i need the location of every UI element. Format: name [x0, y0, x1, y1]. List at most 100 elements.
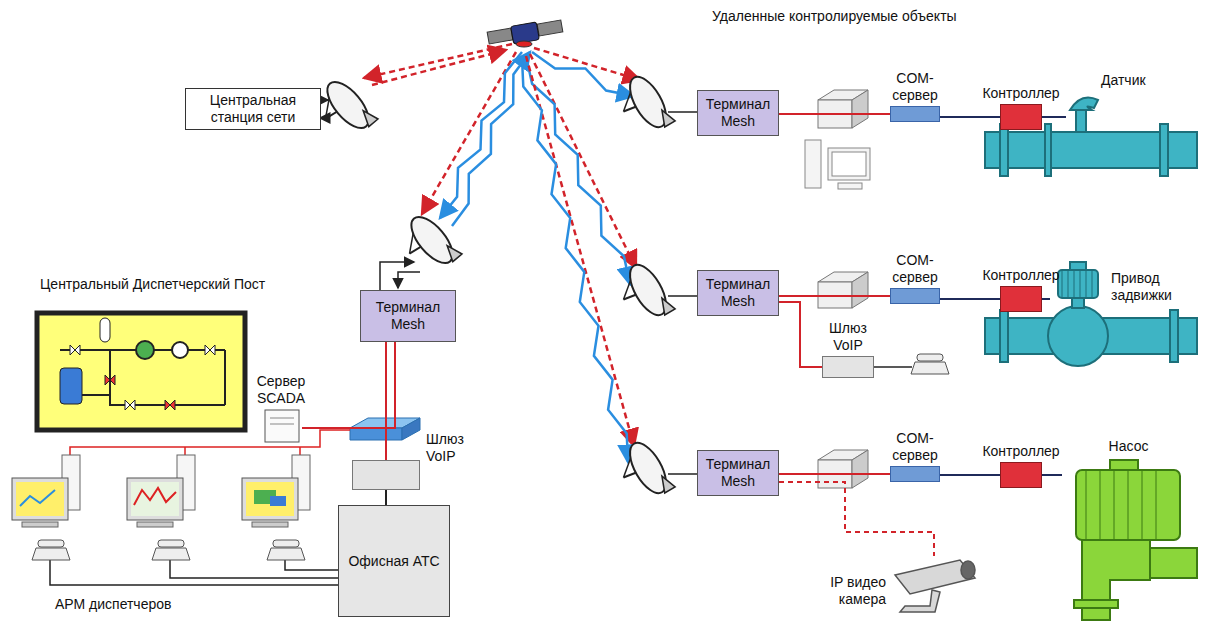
node-label: COM-сервер [886, 252, 944, 286]
computer [805, 140, 821, 188]
connector [779, 295, 890, 297]
pbx-box: Офисная АТС [338, 505, 450, 617]
valve-actuator [1062, 270, 1092, 298]
antenna-cable [668, 295, 700, 297]
ip-camera [895, 560, 975, 612]
connector [1042, 298, 1050, 300]
satellite [487, 28, 513, 44]
valve-actuator [1058, 270, 1098, 298]
antenna-cable [320, 117, 330, 119]
mimic-panel [105, 375, 175, 410]
antenna [310, 71, 675, 507]
antenna-cable [318, 100, 700, 474]
connector [1042, 474, 1062, 476]
pump [1076, 470, 1180, 540]
pipe [1170, 310, 1178, 362]
controller-box: Контроллер [1000, 462, 1042, 488]
node-label: Шлюз VoIP [823, 320, 873, 354]
pump [1074, 600, 1118, 608]
antenna [394, 210, 462, 280]
antenna [611, 437, 675, 507]
telephone [32, 354, 949, 560]
node-text: Терминал Mesh [361, 299, 455, 333]
computer [832, 152, 866, 176]
camera-node: IP видео камера [892, 556, 977, 612]
pipe [1000, 124, 1008, 176]
network-switch [402, 418, 420, 440]
pipe [1000, 310, 1008, 362]
sensor [1070, 98, 1098, 110]
mimic-panel [60, 368, 82, 404]
sensor-node: Датчик [1066, 96, 1096, 132]
node-text: Терминал Mesh [698, 96, 778, 130]
node-text: Терминал Mesh [698, 456, 778, 490]
telephone [273, 540, 299, 547]
computer [838, 183, 862, 189]
ip-camera [895, 560, 975, 594]
pipe [1045, 124, 1051, 176]
workstation [246, 482, 294, 516]
connector [1042, 116, 1066, 118]
mimic-panel [172, 342, 188, 358]
workstation-cable [70, 430, 350, 455]
node-label: COM-сервер [886, 70, 944, 104]
pump [1086, 470, 1156, 540]
satellite-link [364, 44, 512, 78]
workstation-cable [299, 447, 301, 455]
terminal-box: Терминал Mesh [697, 270, 779, 316]
mimic-panel [82, 394, 110, 396]
caption-label: АРМ диспетчеров [55, 596, 171, 613]
pump [1074, 460, 1197, 620]
telephone [38, 540, 64, 547]
mimic-panel [37, 313, 245, 430]
satellite-link [372, 50, 506, 85]
pipe [1160, 124, 1168, 176]
server-tower [265, 410, 299, 442]
server-tower [270, 418, 294, 419]
computer [805, 140, 870, 189]
node-text: Терминал Mesh [698, 276, 778, 310]
ip-camera [900, 590, 940, 612]
antenna [611, 71, 675, 141]
node-label: Шлюз VoIP [426, 431, 476, 465]
router [852, 90, 868, 128]
antenna [611, 71, 675, 141]
caption-label: Центральный Диспетчерский Пост [40, 276, 265, 293]
workstation [134, 488, 176, 505]
actuator-node: Привод задвижки [1050, 262, 1106, 367]
server-node: Сервер SCADA [262, 410, 302, 444]
node-label: IP видео камера [822, 574, 886, 608]
server-tower [265, 410, 299, 442]
pump [1110, 460, 1138, 470]
mimic-panel [37, 313, 245, 430]
satellite-link [364, 44, 640, 462]
workstation-cable [50, 430, 350, 585]
node-label: Сервер SCADA [249, 373, 313, 407]
telephone [267, 548, 305, 560]
antenna-cable [380, 262, 414, 290]
workstation [12, 455, 310, 527]
connector [779, 473, 890, 475]
pump-node: Насос [1062, 458, 1197, 623]
satellite-link [452, 52, 530, 226]
telephone [917, 354, 943, 361]
workstation-cable [50, 560, 338, 585]
connector [940, 298, 1000, 300]
connector [779, 113, 890, 115]
workstation [22, 522, 58, 527]
gateway-box: Шлюз VoIP [352, 460, 420, 490]
mimic-panel [136, 341, 154, 359]
telephone [158, 540, 184, 547]
satellite-link [530, 54, 636, 268]
node-label: Привод задвижки [1111, 270, 1195, 304]
antenna-cable [668, 111, 700, 113]
workstation [137, 522, 173, 527]
node-label: Контроллер [982, 85, 1059, 102]
router [852, 272, 868, 308]
node-label: Насос [1109, 438, 1149, 455]
antenna [611, 437, 675, 507]
valve-actuator [1048, 306, 1108, 366]
connector [779, 482, 934, 556]
caption-label: Удаленные контролируемые объекты [712, 8, 957, 25]
connector [779, 302, 822, 367]
